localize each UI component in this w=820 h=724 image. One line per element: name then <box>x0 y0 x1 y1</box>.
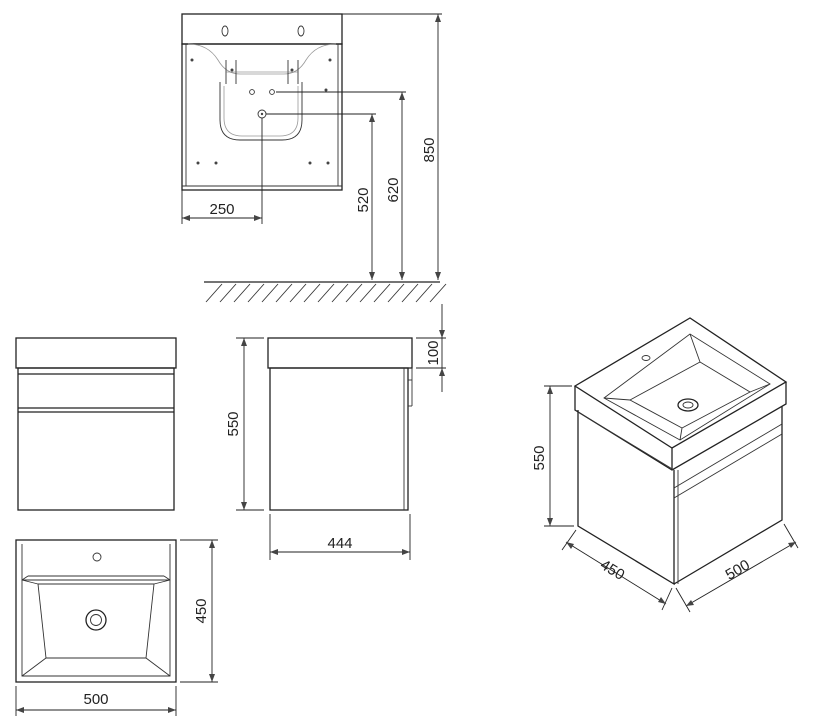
hatch-line <box>331 283 349 303</box>
hatch-line <box>387 283 405 303</box>
dim-500-iso: 500 <box>723 556 753 583</box>
drain-outer-icon <box>85 609 107 631</box>
dim-520: 520 <box>355 187 372 212</box>
hatch-line <box>275 283 293 303</box>
dim-850: 850 <box>421 137 438 162</box>
dim-550-iso: 550 <box>531 445 548 470</box>
rear-worktop <box>181 13 343 45</box>
iso-tap-hole-icon <box>641 355 651 361</box>
plan-outline <box>15 539 177 683</box>
dim-250: 250 <box>209 201 234 218</box>
hatch-line <box>205 283 223 303</box>
drain-inner-icon <box>90 614 102 626</box>
dim-450-plan: 450 <box>193 598 210 623</box>
dim-620: 620 <box>385 177 402 202</box>
front-view <box>15 337 177 511</box>
hatch-line <box>233 283 251 303</box>
hatch-line <box>219 283 237 303</box>
dim-444: 444 <box>327 535 352 552</box>
hatch-line <box>303 283 321 303</box>
hatch-line <box>289 283 307 303</box>
hatch-line <box>401 283 419 303</box>
hatch-line <box>247 283 265 303</box>
hatch-line <box>261 283 279 303</box>
dim-500-plan: 500 <box>83 691 108 708</box>
isometric-view <box>544 317 799 613</box>
tap-hole-icon <box>92 552 102 562</box>
iso-drain-icon <box>677 398 699 412</box>
hatch-line <box>373 283 391 303</box>
hatch-line <box>359 283 377 303</box>
front-cabinet <box>17 367 175 511</box>
front-basin <box>15 337 177 369</box>
dim-450-iso: 450 <box>597 556 627 583</box>
hatch-line <box>345 283 363 303</box>
floor-hatch <box>205 283 447 303</box>
rear-view <box>181 13 447 303</box>
side-cabinet <box>269 367 409 511</box>
dim-550-side: 550 <box>225 411 242 436</box>
side-view <box>236 304 446 560</box>
side-basin <box>267 337 413 369</box>
hatch-line <box>415 283 433 303</box>
hatch-line <box>429 283 447 303</box>
hatch-line <box>317 283 335 303</box>
plan-view <box>15 539 218 716</box>
dim-100: 100 <box>425 340 442 365</box>
